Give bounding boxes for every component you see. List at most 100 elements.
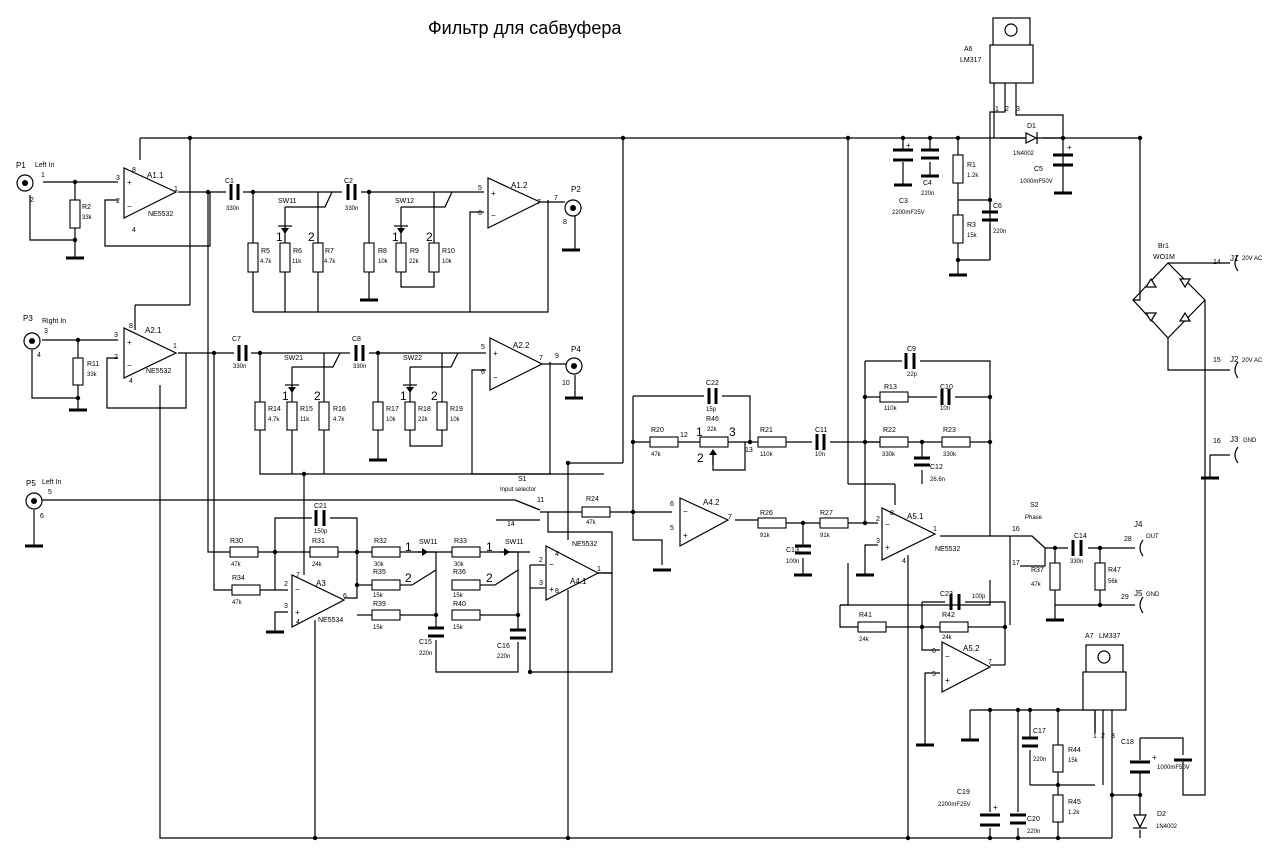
label-sw11: SW11 [278, 198, 297, 205]
label-pin1f: 1 [597, 566, 601, 573]
label-a1-1-type: NE5532 [148, 211, 173, 218]
label-c19v: 2200mF25V [938, 802, 971, 808]
label-c11: C11 [815, 427, 827, 434]
label-a4-1-type: NE5532 [572, 541, 597, 548]
label-c7: C7 [232, 336, 241, 343]
label-r21: R21 [760, 427, 773, 434]
svg-text:+: + [683, 531, 688, 540]
label-a4-2: A4.2 [703, 498, 720, 507]
label-r17: R17 [386, 406, 399, 413]
label-sw-c1: 1 [282, 389, 289, 403]
label-d2: D2 [1157, 811, 1166, 818]
label-r7v: 4.7k [324, 259, 336, 265]
label-r35v: 15k [373, 593, 384, 599]
label-c4v: 220n [921, 191, 934, 197]
label-sw-b2: 2 [426, 230, 433, 244]
label-pin8f: 8 [555, 588, 559, 595]
label-r5: R5 [261, 248, 270, 255]
label-p2: P2 [571, 185, 581, 194]
label-s2: S2 [1030, 502, 1039, 509]
label-c23: C23 [940, 591, 953, 598]
label-r37v: 47k [1031, 582, 1042, 588]
label-pin5b: 5 [478, 185, 482, 192]
label-r46: R46 [706, 416, 719, 423]
label-c3v: 2200mF25V [892, 210, 925, 216]
label-r22: R22 [883, 427, 896, 434]
label-c12v: 26.6n [930, 477, 945, 483]
label-a5-2: A5.2 [963, 644, 980, 653]
label-s1-name: Input selector [500, 487, 536, 493]
label-pin4e: 4 [296, 619, 300, 626]
label-r15v: 11k [300, 417, 310, 423]
label-r41: R41 [859, 612, 872, 619]
label-pin3a: 3 [116, 175, 120, 182]
label-c11v: 10n [815, 452, 825, 458]
label-r26v: 91k [760, 533, 771, 539]
label-br1: Br1 [1158, 243, 1169, 250]
label-j5-pin: 29 [1121, 594, 1129, 601]
label-r10v: 10k [442, 259, 453, 265]
label-sw22: SW22 [403, 355, 422, 362]
label-sw11b: SW11 [419, 539, 438, 546]
svg-text:+: + [295, 608, 300, 617]
svg-text:+: + [127, 178, 132, 187]
page-title: Фильтр для сабвуфера [428, 18, 622, 38]
label-r36v: 15k [453, 593, 464, 599]
label-a2-1: A2.1 [145, 326, 162, 335]
junctions [72, 135, 1143, 841]
label-r30: R30 [230, 538, 243, 545]
wires [29, 98, 1230, 839]
label-a2-2: A2.2 [513, 341, 530, 350]
label-r46p1: 1 [696, 425, 703, 439]
label-p1-name: Left In [35, 162, 55, 169]
label-s1-pin11: 11 [537, 497, 544, 504]
label-c9: C9 [907, 346, 916, 353]
label-r8v: 10k [378, 259, 389, 265]
label-c14v: 330n [1070, 559, 1083, 565]
op-amps: +− +− +− +− −+ −+ −+ −+ −+ [123, 167, 992, 693]
label-pin7e: 7 [296, 572, 300, 579]
label-r39: R39 [373, 601, 386, 608]
label-a6p1: 1 [995, 106, 999, 113]
label-j2-pin: 15 [1213, 357, 1221, 364]
label-r27: R27 [820, 510, 833, 517]
label-c19: C19 [957, 789, 970, 796]
label-r19v: 10k [450, 417, 461, 423]
label-p2-pin7: 7 [554, 195, 558, 202]
label-pin2f: 2 [539, 557, 543, 564]
svg-text:+: + [493, 349, 498, 358]
label-pin1h: 1 [933, 526, 937, 533]
label-sw-e1: 1 [405, 540, 412, 554]
ground-symbols [25, 174, 1219, 762]
label-r22v: 330k [882, 452, 896, 458]
label-r1: R1 [967, 162, 976, 169]
label-pin6g: 6 [670, 501, 674, 508]
label-j4-pin: 28 [1124, 536, 1132, 543]
label-pin3f: 3 [539, 580, 543, 587]
label-a1-2: A1.2 [511, 181, 528, 190]
label-c6v: 220n [993, 229, 1006, 235]
label-r7: R7 [325, 248, 334, 255]
connectors [16, 174, 1239, 614]
label-a3-type: NE5534 [318, 617, 343, 624]
label-p5-pin5: 5 [48, 489, 52, 496]
label-r42v: 24k [942, 635, 953, 641]
label-r20v: 47k [651, 452, 662, 458]
svg-text:−: − [885, 520, 890, 529]
label-r46v: 22k [707, 427, 718, 433]
label-j1-val: 20V AC [1242, 256, 1263, 262]
label-sw-e2: 2 [405, 571, 412, 585]
label-r46p2: 2 [697, 451, 704, 465]
label-r14v: 4.7k [268, 417, 280, 423]
label-pin6e: 6 [343, 593, 347, 600]
label-s1: S1 [518, 476, 527, 483]
label-c3: C3 [899, 198, 908, 205]
label-r33: R33 [454, 538, 467, 545]
label-j1: J1 [1230, 254, 1239, 263]
label-r15: R15 [300, 406, 313, 413]
label-pin2a: 2 [116, 198, 120, 205]
label-r32: R32 [374, 538, 387, 545]
label-r9: R9 [410, 248, 419, 255]
label-j5: J5 [1134, 589, 1143, 598]
label-pin5d: 5 [481, 344, 485, 351]
